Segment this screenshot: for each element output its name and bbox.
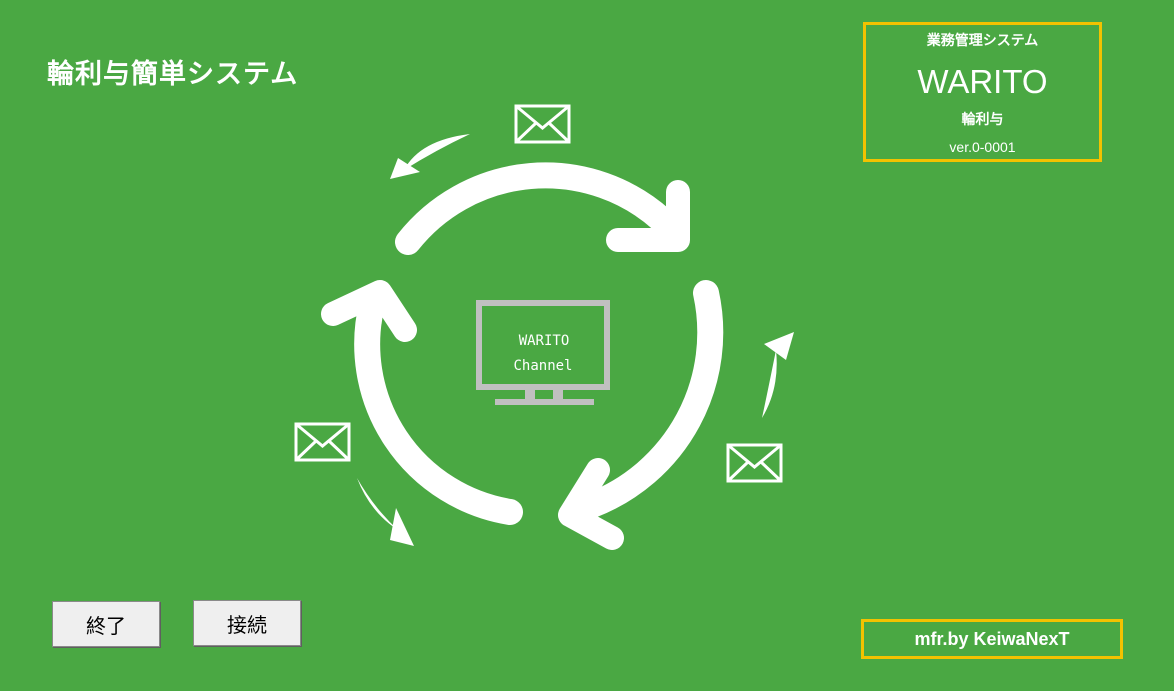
curved-arrow-icon [390, 134, 470, 179]
app-title: 輪利与簡単システム [47, 59, 299, 90]
system-name: 輪利与 [961, 112, 1004, 128]
channel-line-1: WARITO [519, 333, 570, 349]
monitor-icon: WARITO Channel [476, 300, 610, 405]
credit-label: mfr.by KeiwaNexT [861, 619, 1123, 659]
version-label: ver.0-0001 [949, 139, 1016, 155]
mail-icon [726, 443, 783, 483]
mail-icon [294, 422, 351, 462]
curved-arrow-icon [762, 332, 794, 418]
mail-icon [514, 104, 571, 144]
channel-line-2: Channel [513, 358, 572, 374]
curved-arrow-icon [357, 478, 414, 546]
exit-button[interactable]: 終了 [52, 601, 160, 647]
cycle-arrow-icon [558, 280, 724, 550]
product-name: WARITO [917, 63, 1048, 100]
connect-button[interactable]: 接続 [193, 600, 301, 646]
system-subtitle: 業務管理システム [926, 33, 1039, 49]
system-info-box: 業務管理システム WARITO 輪利与 ver.0-0001 [863, 22, 1102, 162]
cycle-arrow-icon [321, 280, 523, 525]
cycle-arrow-icon [395, 162, 690, 255]
